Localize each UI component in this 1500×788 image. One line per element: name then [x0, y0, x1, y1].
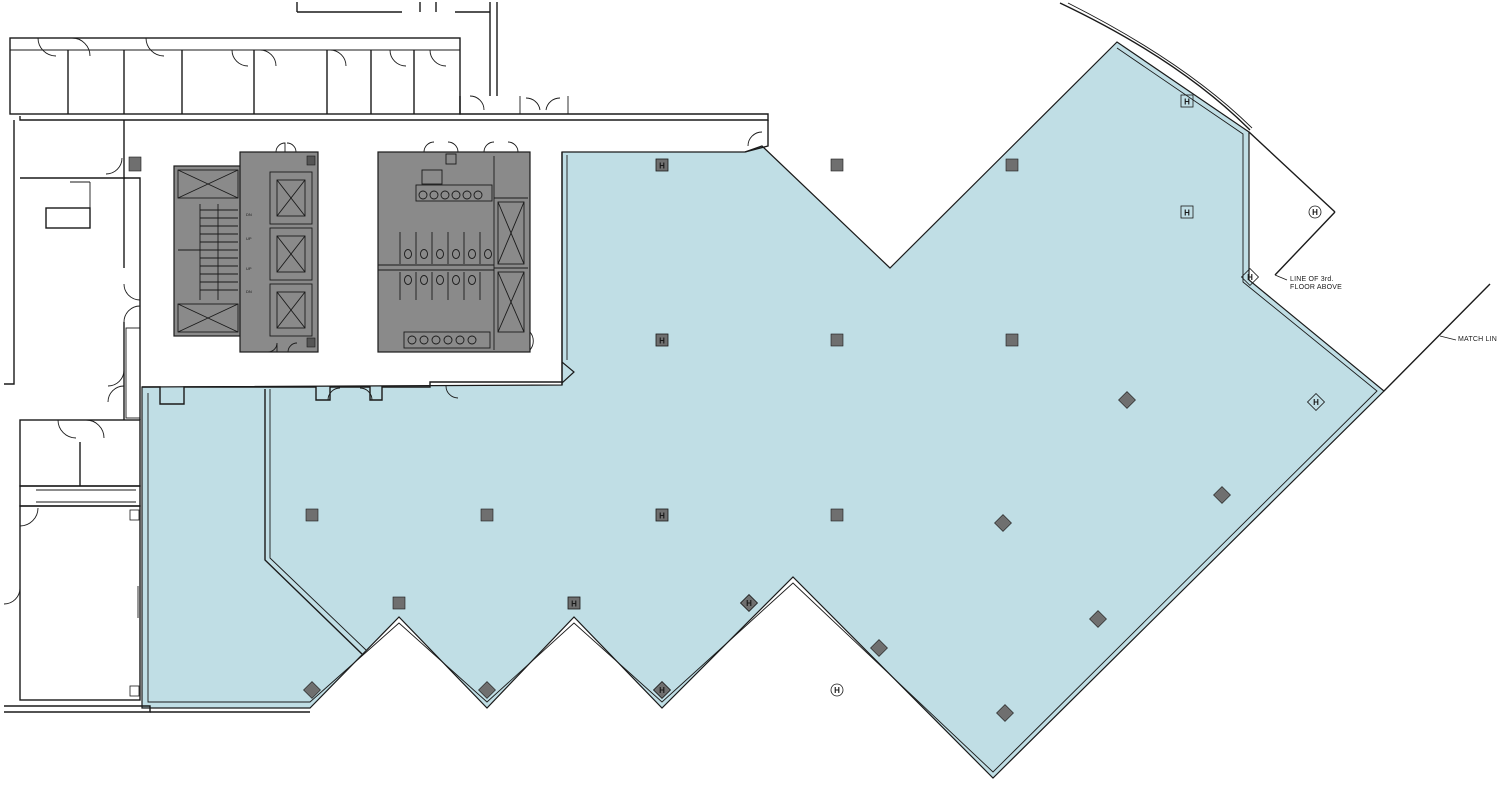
marked-column: H	[567, 596, 581, 610]
marked-column: H	[739, 593, 759, 613]
svg-text:H: H	[571, 600, 577, 609]
marked-column: H	[1240, 267, 1260, 287]
svg-text:H: H	[1312, 208, 1318, 217]
sink-row-top	[418, 190, 483, 200]
marked-column: H	[1306, 392, 1326, 412]
column	[830, 508, 844, 522]
elevator-cars	[269, 171, 313, 337]
svg-text:H: H	[1184, 98, 1190, 107]
corridor-walls	[19, 95, 769, 385]
structural-columns	[128, 156, 1231, 722]
column	[1118, 391, 1136, 409]
west-room-south	[19, 505, 141, 701]
marked-column: H	[655, 333, 669, 347]
marked-column: H	[1180, 205, 1194, 219]
column	[478, 681, 496, 699]
reception-desk	[45, 207, 91, 229]
curtain-wall-inner	[147, 47, 1378, 773]
north-offices	[9, 2, 498, 115]
stair-label-3: UP	[246, 266, 252, 271]
marked-column: H	[655, 158, 669, 172]
marked-column: H	[1180, 94, 1194, 108]
svg-text:H: H	[834, 686, 840, 695]
marked-column-circle: H	[1308, 205, 1322, 219]
column	[994, 514, 1012, 532]
column	[1213, 486, 1231, 504]
svg-text:H: H	[1184, 209, 1190, 218]
tenant-partition-inner	[269, 389, 367, 651]
restroom-block	[377, 151, 531, 353]
west-rooms	[3, 120, 310, 713]
svg-text:H: H	[659, 162, 665, 171]
sink-row-bottom	[407, 335, 477, 345]
tenant-partition	[264, 389, 363, 655]
column	[1089, 610, 1107, 628]
column	[480, 508, 494, 522]
tenant-space-main[interactable]	[141, 41, 1385, 779]
marked-column: H	[652, 680, 672, 700]
stair-label-2: UP	[246, 236, 252, 241]
core-stair-elevator: DN UP UP DN	[173, 142, 319, 353]
core-restrooms	[377, 141, 534, 353]
stair-treads	[200, 209, 238, 291]
annotation-floor-above-line1: LINE OF 3rd.	[1290, 276, 1334, 283]
marked-columns: H H H H H H H H	[567, 94, 1326, 700]
column	[1005, 333, 1019, 347]
column	[830, 333, 844, 347]
svg-text:H: H	[659, 512, 665, 521]
column	[830, 158, 844, 172]
shaft	[125, 327, 141, 419]
stalls-top	[399, 232, 492, 264]
stair-label-4: DN	[246, 289, 252, 294]
stair-label-1: DN	[246, 212, 252, 217]
office-row	[9, 37, 461, 115]
column	[870, 639, 888, 657]
svg-text:H: H	[659, 337, 665, 346]
stalls-bottom	[399, 272, 481, 300]
marked-column-circle: H	[830, 683, 844, 697]
curtain-wall-east	[1059, 2, 1491, 392]
column	[996, 704, 1014, 722]
svg-text:H: H	[1247, 273, 1253, 282]
svg-text:H: H	[659, 686, 665, 695]
column	[392, 596, 406, 610]
marked-column: H	[655, 508, 669, 522]
stair-landing-top	[177, 169, 239, 199]
tenant-space[interactable]	[141, 41, 1385, 779]
stair-block	[173, 165, 243, 337]
column	[1005, 158, 1019, 172]
column	[305, 508, 319, 522]
annotation-match-line: MATCH LIN	[1458, 336, 1497, 343]
corridor-south-wall	[142, 381, 562, 405]
annotation-floor-above-line2: FLOOR ABOVE	[1290, 284, 1342, 291]
column	[128, 156, 142, 172]
stair-landing-bottom	[177, 303, 239, 333]
svg-text:H: H	[1313, 398, 1319, 407]
svg-text:H: H	[746, 599, 752, 608]
column	[303, 681, 321, 699]
